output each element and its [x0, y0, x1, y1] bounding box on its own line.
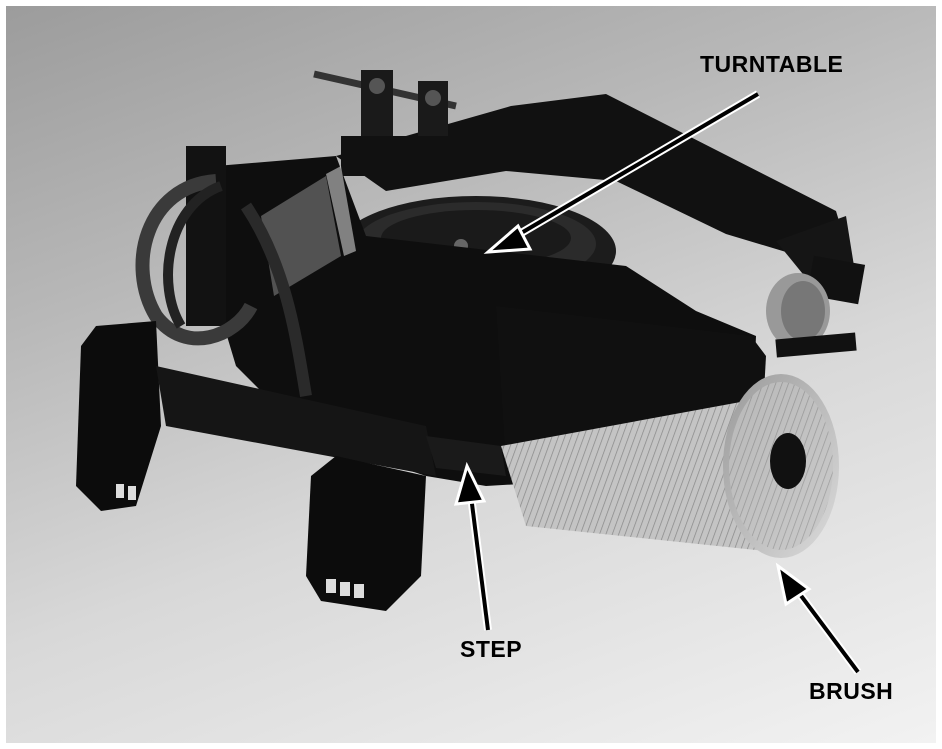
mounting-plates: [76, 321, 436, 611]
callout-arrows: [453, 90, 862, 675]
step-arrow: [453, 461, 492, 631]
gauge-wheel: [766, 273, 857, 358]
brush-bristles: [501, 374, 839, 558]
hydraulic-hoses: [135, 174, 312, 397]
brush-arrow: [775, 562, 862, 675]
step: [426, 436, 506, 476]
turntable-arrow: [483, 90, 761, 254]
sweeper-attachment-illustration: [76, 70, 866, 611]
top-link-linkage: [313, 70, 471, 176]
brush-label: BRUSH: [809, 678, 894, 704]
photo-frame: TURNTABLE STEP BRUSH: [6, 6, 936, 743]
turntable-label: TURNTABLE: [700, 51, 844, 77]
step-label: STEP: [460, 636, 523, 662]
